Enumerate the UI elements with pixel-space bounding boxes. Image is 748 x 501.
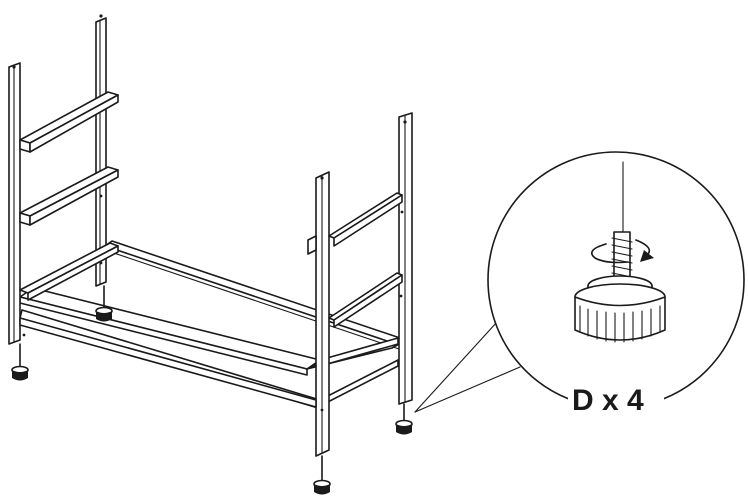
leveling-foot-back-right bbox=[395, 403, 413, 435]
leveling-foot-front-left bbox=[11, 343, 29, 381]
left-end-frame bbox=[8, 14, 119, 345]
leveling-foot-front-right bbox=[313, 455, 331, 495]
callout-detail-circle bbox=[487, 151, 745, 409]
rotate-clockwise-arrow-icon bbox=[591, 239, 654, 264]
callout-label-backdrop bbox=[568, 378, 664, 418]
callout-label: D x 4 bbox=[572, 384, 644, 417]
callout-leader-lines bbox=[414, 321, 521, 413]
lower-front-rail bbox=[19, 317, 317, 408]
shelf-frame bbox=[8, 14, 413, 457]
leveling-foot-detail bbox=[574, 275, 666, 343]
leveling-foot-back-left bbox=[95, 285, 113, 322]
right-end-frame bbox=[307, 112, 413, 457]
threaded-stud bbox=[611, 231, 633, 281]
